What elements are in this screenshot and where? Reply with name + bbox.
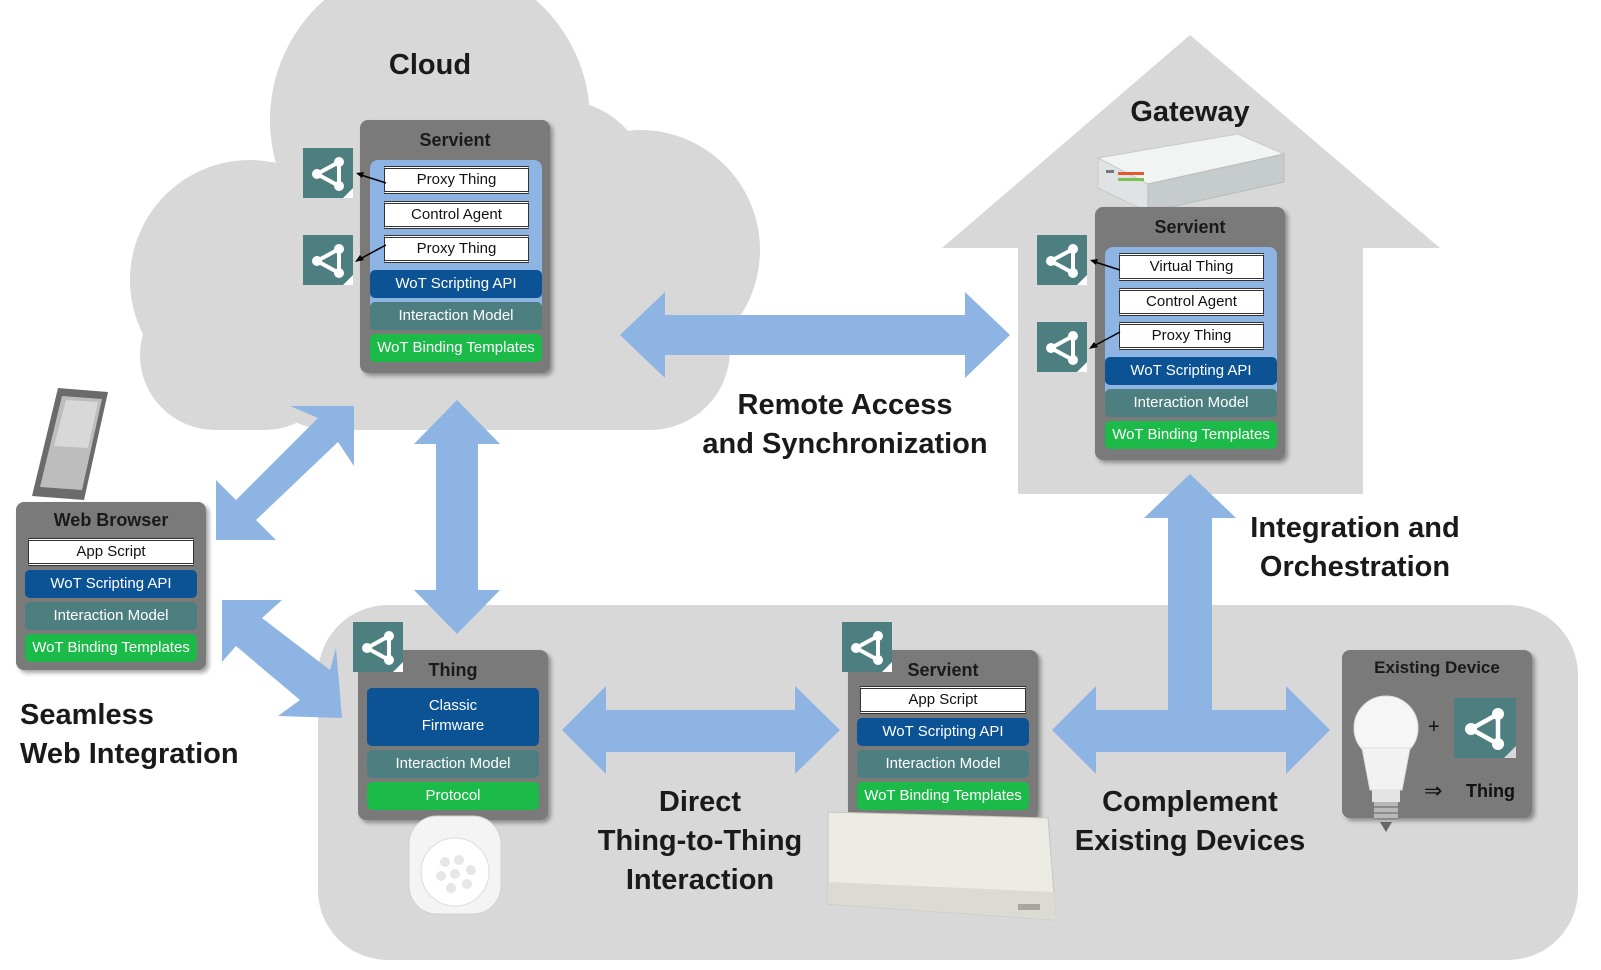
gateway-scripting-api: WoT Scripting API (1105, 357, 1277, 385)
caption-complement-line1: Complement (1102, 786, 1278, 818)
caption-direct: Direct Thing-to-Thing Interaction (580, 783, 820, 900)
caption-direct-line1: Direct (658, 786, 742, 818)
caption-seamless-line1: Seamless (20, 699, 154, 731)
air-conditioner-icon (827, 811, 1057, 921)
existing-device-implies: ⇒ (1424, 778, 1443, 803)
cloud-title: Cloud (388, 49, 472, 81)
web-browser: Web Browser App Script WoT Scripting API… (16, 502, 206, 670)
existing-device-thing-label: Thing (1466, 781, 1515, 801)
thing-description-icon (1454, 698, 1516, 758)
cloud-servient-title: Servient (419, 130, 491, 150)
thing-interaction-model: Interaction Model (367, 750, 539, 778)
cloud-proxy-thing-1: Proxy Thing (384, 166, 529, 194)
gateway-title: Gateway (1130, 96, 1250, 128)
cloud-servient: Servient Proxy Thing Control Agent Proxy… (360, 120, 550, 373)
browser-thing-arrow (222, 600, 342, 718)
device-servient-interaction-model: Interaction Model (857, 750, 1029, 778)
cloud-interaction-model: Interaction Model (370, 302, 542, 330)
motion-sensor-icon (408, 815, 502, 915)
gateway-virtual-thing: Virtual Thing (1119, 253, 1264, 281)
cloud-td-links (355, 172, 387, 262)
gateway-binding-templates: WoT Binding Templates (1105, 421, 1277, 449)
thing-description-icon (842, 622, 892, 672)
thing-description-icon (1037, 322, 1087, 372)
thing-firmware-line1: Classic (428, 697, 478, 714)
cloud-proxy-thing-2: Proxy Thing (384, 235, 529, 263)
browser-cloud-arrow (216, 406, 354, 540)
cloud-scripting-api: WoT Scripting API (370, 270, 542, 298)
gateway-router-icon (1096, 133, 1286, 213)
caption-direct-line3: Interaction (625, 864, 775, 896)
caption-seamless-line2: Web Integration (20, 738, 239, 770)
device-servient-title: Servient (907, 660, 979, 680)
caption-direct-line2: Thing-to-Thing (597, 825, 803, 857)
thing-protocol: Protocol (367, 782, 539, 810)
caption-integration-line1: Integration and (1250, 512, 1460, 544)
caption-integration-line2: Orchestration (1259, 551, 1451, 583)
thing-box: Thing Classic Firmware Interaction Model… (358, 650, 548, 820)
thing-description-icon (353, 622, 403, 672)
device-servient-scripting-api: WoT Scripting API (857, 718, 1029, 746)
cloud-binding-templates: WoT Binding Templates (370, 334, 542, 362)
thing-description-icon (303, 148, 353, 198)
caption-seamless: Seamless Web Integration (20, 696, 270, 774)
integration-arrow (1144, 474, 1236, 730)
web-browser-app-script: App Script (28, 538, 194, 566)
existing-device-plus: + (1428, 716, 1440, 738)
web-browser-interaction-model: Interaction Model (25, 602, 197, 630)
light-bulb-icon (1353, 695, 1419, 832)
caption-remote-access: Remote Access and Synchronization (690, 386, 1000, 464)
thing-classic-firmware: Classic Firmware (367, 688, 539, 746)
gateway-interaction-model: Interaction Model (1105, 389, 1277, 417)
cloud-control-agent: Control Agent (384, 201, 529, 229)
caption-remote-line1: Remote Access (737, 389, 953, 421)
gateway-control-agent: Control Agent (1119, 288, 1264, 316)
gateway-proxy-thing: Proxy Thing (1119, 322, 1264, 350)
laptop-icon (32, 388, 108, 500)
caption-remote-line2: and Synchronization (702, 428, 988, 460)
remote-access-arrow (620, 292, 1010, 378)
gateway-servient: Servient Virtual Thing Control Agent Pro… (1095, 207, 1285, 460)
device-servient-binding-templates: WoT Binding Templates (857, 782, 1029, 810)
caption-complement-line2: Existing Devices (1074, 825, 1306, 857)
existing-device-title: Existing Device (1374, 658, 1500, 677)
caption-integration: Integration and Orchestration (1230, 509, 1480, 587)
gateway-servient-title: Servient (1154, 217, 1226, 237)
thing-title: Thing (428, 660, 478, 680)
cloud-thing-arrow (414, 400, 500, 634)
thing-description-icon (303, 235, 353, 285)
thing-description-icon (1037, 235, 1087, 285)
arrows (216, 292, 1330, 774)
thing-firmware-line2: Firmware (421, 717, 485, 734)
web-browser-binding-templates: WoT Binding Templates (25, 634, 197, 662)
web-browser-scripting-api: WoT Scripting API (25, 570, 197, 598)
thing-servient-arrow (562, 686, 840, 774)
device-servient: Servient App Script WoT Scripting API In… (848, 650, 1038, 820)
caption-complement: Complement Existing Devices (1068, 783, 1312, 861)
web-browser-title: Web Browser (53, 510, 169, 530)
gateway-td-links (1089, 259, 1121, 349)
device-servient-app-script: App Script (860, 686, 1026, 714)
